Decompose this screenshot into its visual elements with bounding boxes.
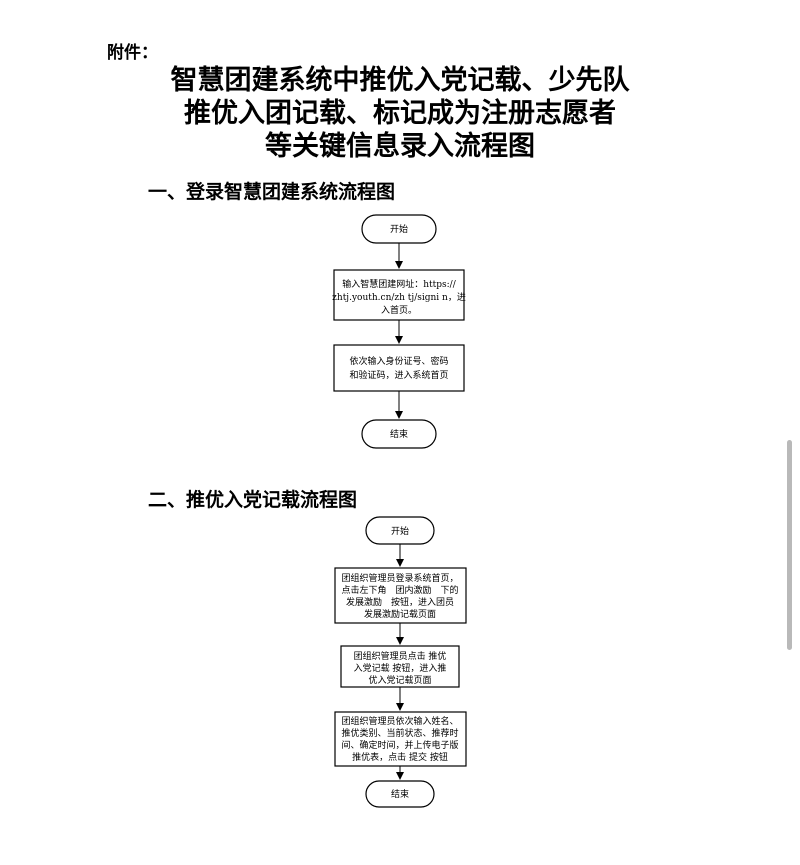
flow1-end-node: 结束 xyxy=(361,419,437,449)
flow2-step1-line2: 点击左下角 团内激励 下的 xyxy=(341,584,458,596)
flow2-step1-line4: 发展激励记载页面 xyxy=(364,608,436,620)
flow2-step1-line1: 团组织管理员登录系统首页， xyxy=(341,572,458,584)
flow1-step1-line1: 输入智慧团建网址：https:// xyxy=(342,278,456,290)
flow2-start-label: 开始 xyxy=(391,525,409,537)
flow1-start-node: 开始 xyxy=(361,214,437,244)
flow1-step2-line1: 依次输入身份证号、密码 xyxy=(349,355,448,367)
flow2-step2-line3: 优入党记载页面 xyxy=(368,674,431,686)
flow2-step3-line2: 推优类别、当前状态、推荐时 xyxy=(341,727,458,739)
flow1-step1-node: 输入智慧团建网址：https:// zhtj.youth.cn/zh tj/si… xyxy=(332,269,466,321)
title-line-1: 智慧团建系统中推优入党记载、少先队 xyxy=(170,65,630,96)
flow2-start-node: 开始 xyxy=(365,516,435,545)
flow2-end-node: 结束 xyxy=(365,780,435,808)
flow1-step1-line2: zhtj.youth.cn/zh tj/signi n，进 xyxy=(332,292,466,303)
flow2-step2-line1: 团组织管理员点击 推优 xyxy=(354,650,447,662)
flow2-step1-node: 团组织管理员登录系统首页， 点击左下角 团内激励 下的 发展激励 按钮，进入团员… xyxy=(334,567,467,624)
title-line-3: 等关键信息录入流程图 xyxy=(265,131,535,162)
title-line-2: 推优入团记载、标记成为注册志愿者 xyxy=(184,98,616,129)
flow2-step3-line4: 推优表，点击 提交 按钮 xyxy=(352,751,448,763)
flow2-step2-line2: 入党记载 按钮，进入推 xyxy=(354,662,447,674)
attachment-label: 附件： xyxy=(107,43,158,63)
section2-heading: 二、推优入党记载流程图 xyxy=(148,489,358,511)
flow1-step1-line3: 入首页。 xyxy=(381,304,417,316)
flow1-step2-line2: 和验证码，进入系统首页 xyxy=(349,369,448,381)
section1-heading: 一、登录智慧团建系统流程图 xyxy=(148,181,396,203)
flow2-step3-line1: 团组织管理员依次输入姓名、 xyxy=(341,715,458,727)
flow1-start-label: 开始 xyxy=(390,223,408,235)
flow1-step2-node: 依次输入身份证号、密码 和验证码，进入系统首页 xyxy=(333,344,465,392)
flow2-step3-node: 团组织管理员依次输入姓名、 推优类别、当前状态、推荐时 间、确定时间，并上传电子… xyxy=(334,711,467,767)
flow2-end-label: 结束 xyxy=(391,788,409,800)
flow2-step2-node: 团组织管理员点击 推优 入党记载 按钮，进入推 优入党记载页面 xyxy=(340,645,460,688)
flow2-step1-line3: 发展激励 按钮，进入团员 xyxy=(346,596,454,608)
flow2-step3-line3: 间、确定时间，并上传电子版 xyxy=(341,739,458,751)
vertical-scrollbar[interactable] xyxy=(787,440,792,650)
flow1-end-label: 结束 xyxy=(390,428,408,440)
